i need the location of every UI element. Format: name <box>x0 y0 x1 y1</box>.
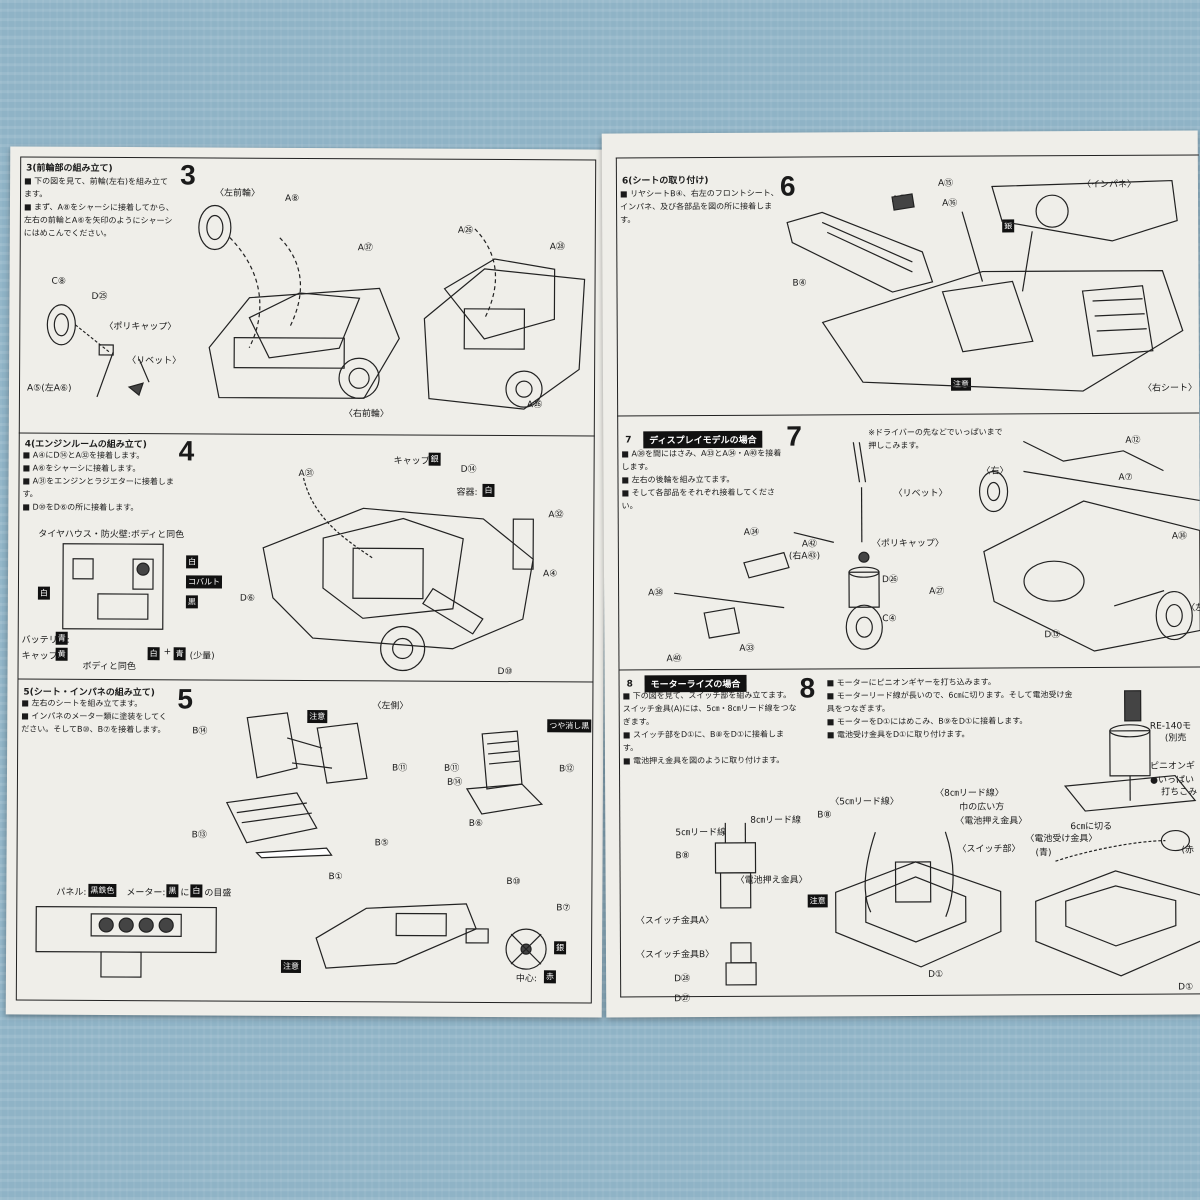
step7-heading: 7 <box>625 435 632 446</box>
label-b13: B⑬ <box>191 830 207 841</box>
seat-installation-drawing <box>786 179 1184 392</box>
step8-heading: 8 <box>626 679 633 690</box>
front-wheel-parts-drawing <box>46 304 150 398</box>
assembled-seat-drawing <box>465 730 544 815</box>
front-chassis-drawing <box>198 204 400 399</box>
badge-white-2: 白 <box>37 586 50 600</box>
right-instruction-sheet: 6(シートの取り付け) ■ リヤシートB④、右左のフロントシート、インパネ、及び… <box>601 130 1200 1018</box>
badge-white-1: 白 <box>186 555 199 569</box>
label-meter: メーター: <box>126 888 166 899</box>
badge-cap-yellow: 黄 <box>55 647 68 661</box>
label-b1: B① <box>328 872 343 883</box>
label-switch-b: 〈スイッチ金具B〉 <box>635 949 715 961</box>
rear-axle-parts-drawing <box>674 442 883 650</box>
left-instruction-sheet: 3(前輪部の組み立て) ■ 下の図を見て、前輪(左右)を組み立てます。 ■ まず… <box>5 146 607 1018</box>
step5-instructions: ■ 左右のシートを組み立てます。 ■ インパネのメーター類に塗装をしてください。… <box>21 698 167 735</box>
label-b10: B⑩ <box>506 877 521 888</box>
label-b8: B⑧ <box>675 851 690 862</box>
badge-mix-white: 白 <box>147 647 160 661</box>
step3-heading: 3(前輪部の組み立て) <box>26 163 113 174</box>
motor-install-drawing <box>1035 690 1200 977</box>
badge-mix-blue: 青 <box>173 647 186 661</box>
step3-number: 3 <box>180 159 196 191</box>
label-cap: キャップ: <box>393 456 433 467</box>
badge-matte-black: つや消し黒 <box>547 719 592 733</box>
badge-panel-color: 黒鉄色 <box>88 883 117 898</box>
label-d28: D㉘ <box>674 974 691 985</box>
label-d1-b: D① <box>1178 982 1194 993</box>
badge-cap-silver: 銀 <box>428 452 441 466</box>
rear-chassis-drawing <box>978 440 1200 652</box>
step5-number: 5 <box>177 683 194 715</box>
step4-instructions: ■ A④にD⑭とA㉜を接着します。 ■ A⑥をシャーシに接着します。 ■ A㉛を… <box>22 450 174 513</box>
step8-instructions-a: ■ 下の図を見て、スイッチ部を組み立てます。スイッチ金具(A)には、5㎝・8㎝リ… <box>622 690 797 766</box>
label-lead-5cm-b: 〈5㎝リード線〉 <box>830 797 899 808</box>
label-body-same-color: ボディと同色 <box>82 661 136 673</box>
engine-bay-drawing <box>423 228 586 410</box>
label-d14: D⑭ <box>460 464 477 475</box>
label-b12: B⑫ <box>558 764 575 775</box>
step6-instructions: ■ リヤシートB④、右左のフロントシート、インパネ、及び各部品を図の所に接着しま… <box>619 188 779 225</box>
label-meter-end: の目盛 <box>204 888 232 899</box>
label-wide-end: 巾の広い方 <box>959 802 1005 813</box>
label-a38: A㊳ <box>648 588 664 599</box>
step4-number: 4 <box>178 435 195 467</box>
label-d27: D㉗ <box>674 994 691 1005</box>
badge-battery-blue: 青 <box>55 631 68 645</box>
label-b6: B⑥ <box>468 818 484 829</box>
label-lead-8cm-b: 〈8㎝リード線〉 <box>935 788 1004 799</box>
badge-meter-black: 黒 <box>166 884 179 898</box>
label-small-amount: (少量) <box>189 651 215 662</box>
seat-assembly-drawing <box>225 712 368 859</box>
label-b14: B⑭ <box>192 726 208 737</box>
engine-room-drawing <box>262 477 534 672</box>
badge-cobalt: コバルト <box>185 575 223 589</box>
label-b8-b: B⑧ <box>817 810 832 821</box>
step3-instructions: ■ 下の図を見て、前輪(左右)を組み立てます。 ■ まず、A⑧をシャーシに接着し… <box>23 176 174 238</box>
badge-meter-white: 白 <box>190 884 203 898</box>
label-b14-right: B⑭ <box>446 777 463 788</box>
step8-number: 8 <box>799 672 816 704</box>
label-c8: C⑧ <box>51 276 66 287</box>
badge-caution-2: 注意 <box>280 959 302 973</box>
engine-color-chart-drawing <box>62 543 164 630</box>
label-switch-a: 〈スイッチ金具A〉 <box>635 915 715 927</box>
label-panel: パネル: <box>56 887 87 898</box>
badge-black: 黒 <box>185 595 198 609</box>
label-plus: + <box>163 647 172 658</box>
motor-base-drawing <box>835 831 1002 968</box>
dashboard-color-drawing <box>35 905 217 978</box>
label-meter-mid: に <box>180 888 190 899</box>
step6-heading: 6(シートの取り付け) <box>621 176 709 187</box>
label-a27: A㉗ <box>929 586 945 597</box>
label-b11-right: B⑪ <box>443 763 460 774</box>
instrument-panel-drawing <box>315 903 547 970</box>
switch-parts-drawing <box>714 822 757 986</box>
